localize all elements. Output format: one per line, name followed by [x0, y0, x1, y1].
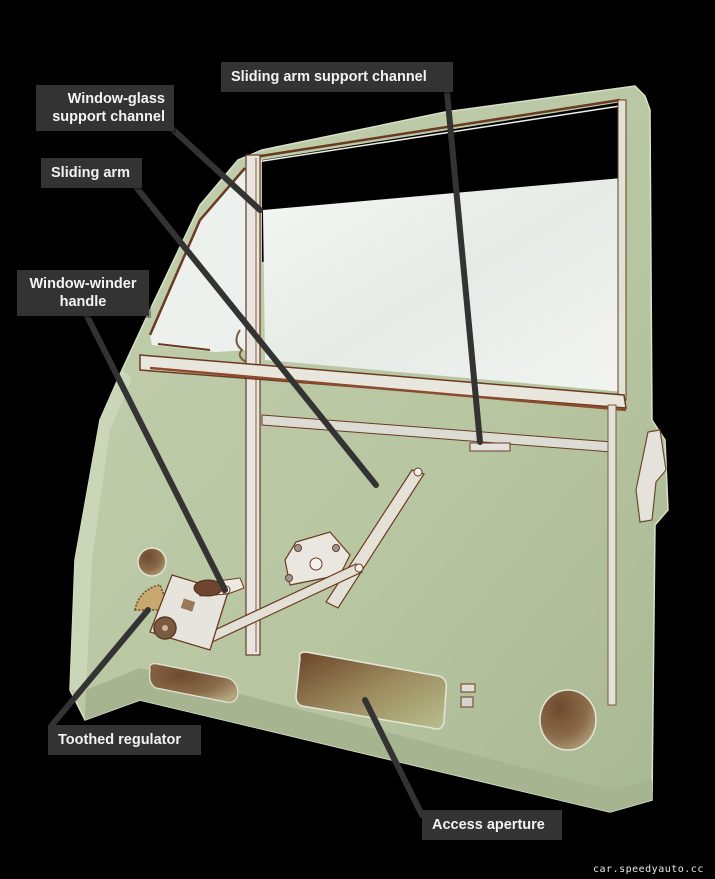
label-text: Access aperture	[432, 817, 545, 833]
label-window-winder-handle: Window-winder handle	[17, 270, 149, 316]
label-line-2: handle	[59, 294, 107, 310]
leader-toothed-regulator	[49, 607, 151, 728]
label-access-aperture: Access aperture	[422, 810, 562, 840]
label-line-2: support channel	[52, 109, 165, 125]
leader-sliding-arm	[129, 179, 379, 488]
leader-winder-handle	[82, 309, 228, 593]
support-channel-bar	[261, 404, 617, 706]
label-text: Toothed regulator	[58, 732, 181, 748]
sliding-arm-part	[200, 467, 425, 645]
label-toothed-regulator: Toothed regulator	[48, 725, 201, 755]
leader-lines	[49, 89, 483, 818]
label-text: Sliding arm	[51, 165, 130, 181]
panel-holes	[137, 547, 597, 751]
leader-window-glass-channel	[165, 122, 263, 213]
label-sliding-arm-support-channel: Sliding arm support channel	[221, 62, 453, 92]
label-window-glass-support-channel: Window-glass support channel	[36, 85, 174, 131]
door-latch	[635, 429, 667, 523]
window-frame	[139, 98, 627, 656]
label-line-1: Window-glass	[67, 91, 165, 107]
leader-support-channel	[444, 89, 483, 445]
leader-access-aperture	[362, 697, 425, 818]
regulator-assembly	[134, 574, 245, 651]
label-sliding-arm: Sliding arm	[41, 158, 142, 188]
label-text: Sliding arm support channel	[231, 69, 427, 85]
label-line-1: Window-winder	[29, 276, 137, 292]
watermark: car.speedyauto.cc	[593, 864, 704, 875]
